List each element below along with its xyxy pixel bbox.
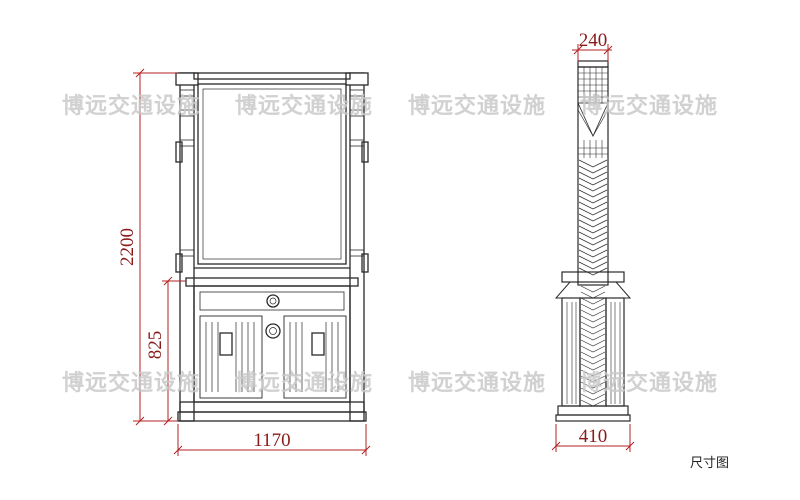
front-left-bracket-upper [175, 141, 183, 163]
side-chevron [578, 177, 608, 186]
side-chevron [578, 225, 608, 234]
dim-cabinet-height-label: 825 [145, 331, 166, 360]
side-chevron [578, 213, 608, 222]
watermark-5: 博远交通设施 [62, 370, 200, 396]
side-cross-arm [561, 271, 625, 283]
cabinet-plinth [179, 401, 365, 413]
watermark-6: 博远交通设施 [235, 370, 373, 396]
side-base-plate [555, 414, 631, 422]
watermark-7: 博远交通设施 [408, 370, 546, 396]
side-chevron [578, 189, 608, 198]
front-base-plate [177, 411, 367, 422]
side-chevron [578, 219, 608, 228]
side-chevron [578, 243, 608, 252]
side-chevron [578, 249, 608, 258]
cabinet-drawer-lock [266, 294, 280, 308]
side-lower-chevron [580, 381, 606, 389]
side-lower-chevron [580, 303, 606, 311]
side-shoulder [554, 281, 632, 299]
watermark-2: 博远交通设施 [235, 93, 373, 119]
cabinet-drawer [199, 291, 345, 311]
side-lower-chevron [580, 375, 606, 383]
cabinet-left-door-slats [205, 322, 255, 392]
side-lower-chevron [580, 297, 606, 305]
front-sign-panel-inner [202, 88, 342, 260]
side-post [577, 66, 609, 286]
side-lower-chevron [580, 315, 606, 323]
side-chevron [578, 261, 608, 270]
front-right-bracket-lower [361, 253, 369, 273]
side-view [554, 60, 632, 422]
side-chevron [578, 255, 608, 264]
side-lower-chevron [580, 285, 606, 293]
side-lower-chevron [580, 321, 606, 329]
side-chevron [578, 207, 608, 216]
side-top-cap [577, 60, 609, 68]
side-lower-chevron [580, 333, 606, 341]
watermarks: 博远交通设施 博远交通设施 博远交通设施 博远交通设施 博远交通设施 博远交通设… [62, 93, 718, 396]
figure-caption: 尺寸图 [690, 456, 729, 471]
front-right-bracket-upper [361, 141, 369, 163]
cabinet-left-handle [219, 332, 233, 356]
side-lower-chevron [580, 387, 606, 395]
dimension-lines [133, 44, 635, 456]
side-lower-chevron [580, 345, 606, 353]
watermark-4: 博远交通设施 [580, 93, 718, 119]
side-lower-chevron [580, 309, 606, 317]
side-chevron [578, 165, 608, 174]
cabinet-right-door-slats [289, 322, 339, 392]
side-pillar-flutes [566, 302, 621, 404]
side-lower-left-pillar [561, 297, 581, 407]
side-lower-chevron [580, 357, 606, 365]
dim-side-bottom-label: 410 [579, 426, 608, 447]
dim-total-height-label: 2200 [117, 228, 138, 266]
side-lower-chevron [580, 393, 606, 401]
cabinet-center-lock [265, 323, 281, 339]
side-post-triangle [577, 102, 609, 137]
side-chevron [578, 231, 608, 240]
cabinet-left-door [199, 315, 263, 399]
front-right-post [349, 72, 365, 422]
side-chevron [578, 201, 608, 210]
side-post-chevrons [578, 159, 608, 276]
dim-side-top-label: 240 [579, 30, 608, 51]
side-lower-chevron [580, 291, 606, 299]
side-lower-chevron [580, 363, 606, 371]
watermark-1: 博远交通设施 [62, 93, 200, 119]
side-lower-chevron [580, 339, 606, 347]
front-left-bracket-lower [175, 253, 183, 273]
side-lower-chevron [580, 399, 606, 407]
front-left-post [179, 72, 195, 422]
cabinet-right-handle [311, 332, 325, 356]
side-lower-chevron [580, 369, 606, 377]
cabinet-right-door [283, 315, 347, 399]
cabinet-top-slab [185, 277, 359, 287]
side-lower-chevron [580, 327, 606, 335]
side-chevron [578, 237, 608, 246]
side-lower-chevron [580, 351, 606, 359]
front-sign-panel [197, 83, 347, 265]
watermark-8: 博远交通设施 [580, 370, 718, 396]
side-lower-chevrons [580, 285, 606, 407]
front-view [175, 72, 369, 422]
side-chevron [578, 183, 608, 192]
dim-front-width-label: 1170 [253, 430, 290, 451]
side-chevron [578, 267, 608, 276]
side-chevron [578, 171, 608, 180]
side-base-block [557, 405, 629, 416]
front-top-frame [193, 72, 351, 80]
side-chevron [578, 159, 608, 168]
side-chevron [578, 195, 608, 204]
watermark-3: 博远交通设施 [408, 93, 546, 119]
